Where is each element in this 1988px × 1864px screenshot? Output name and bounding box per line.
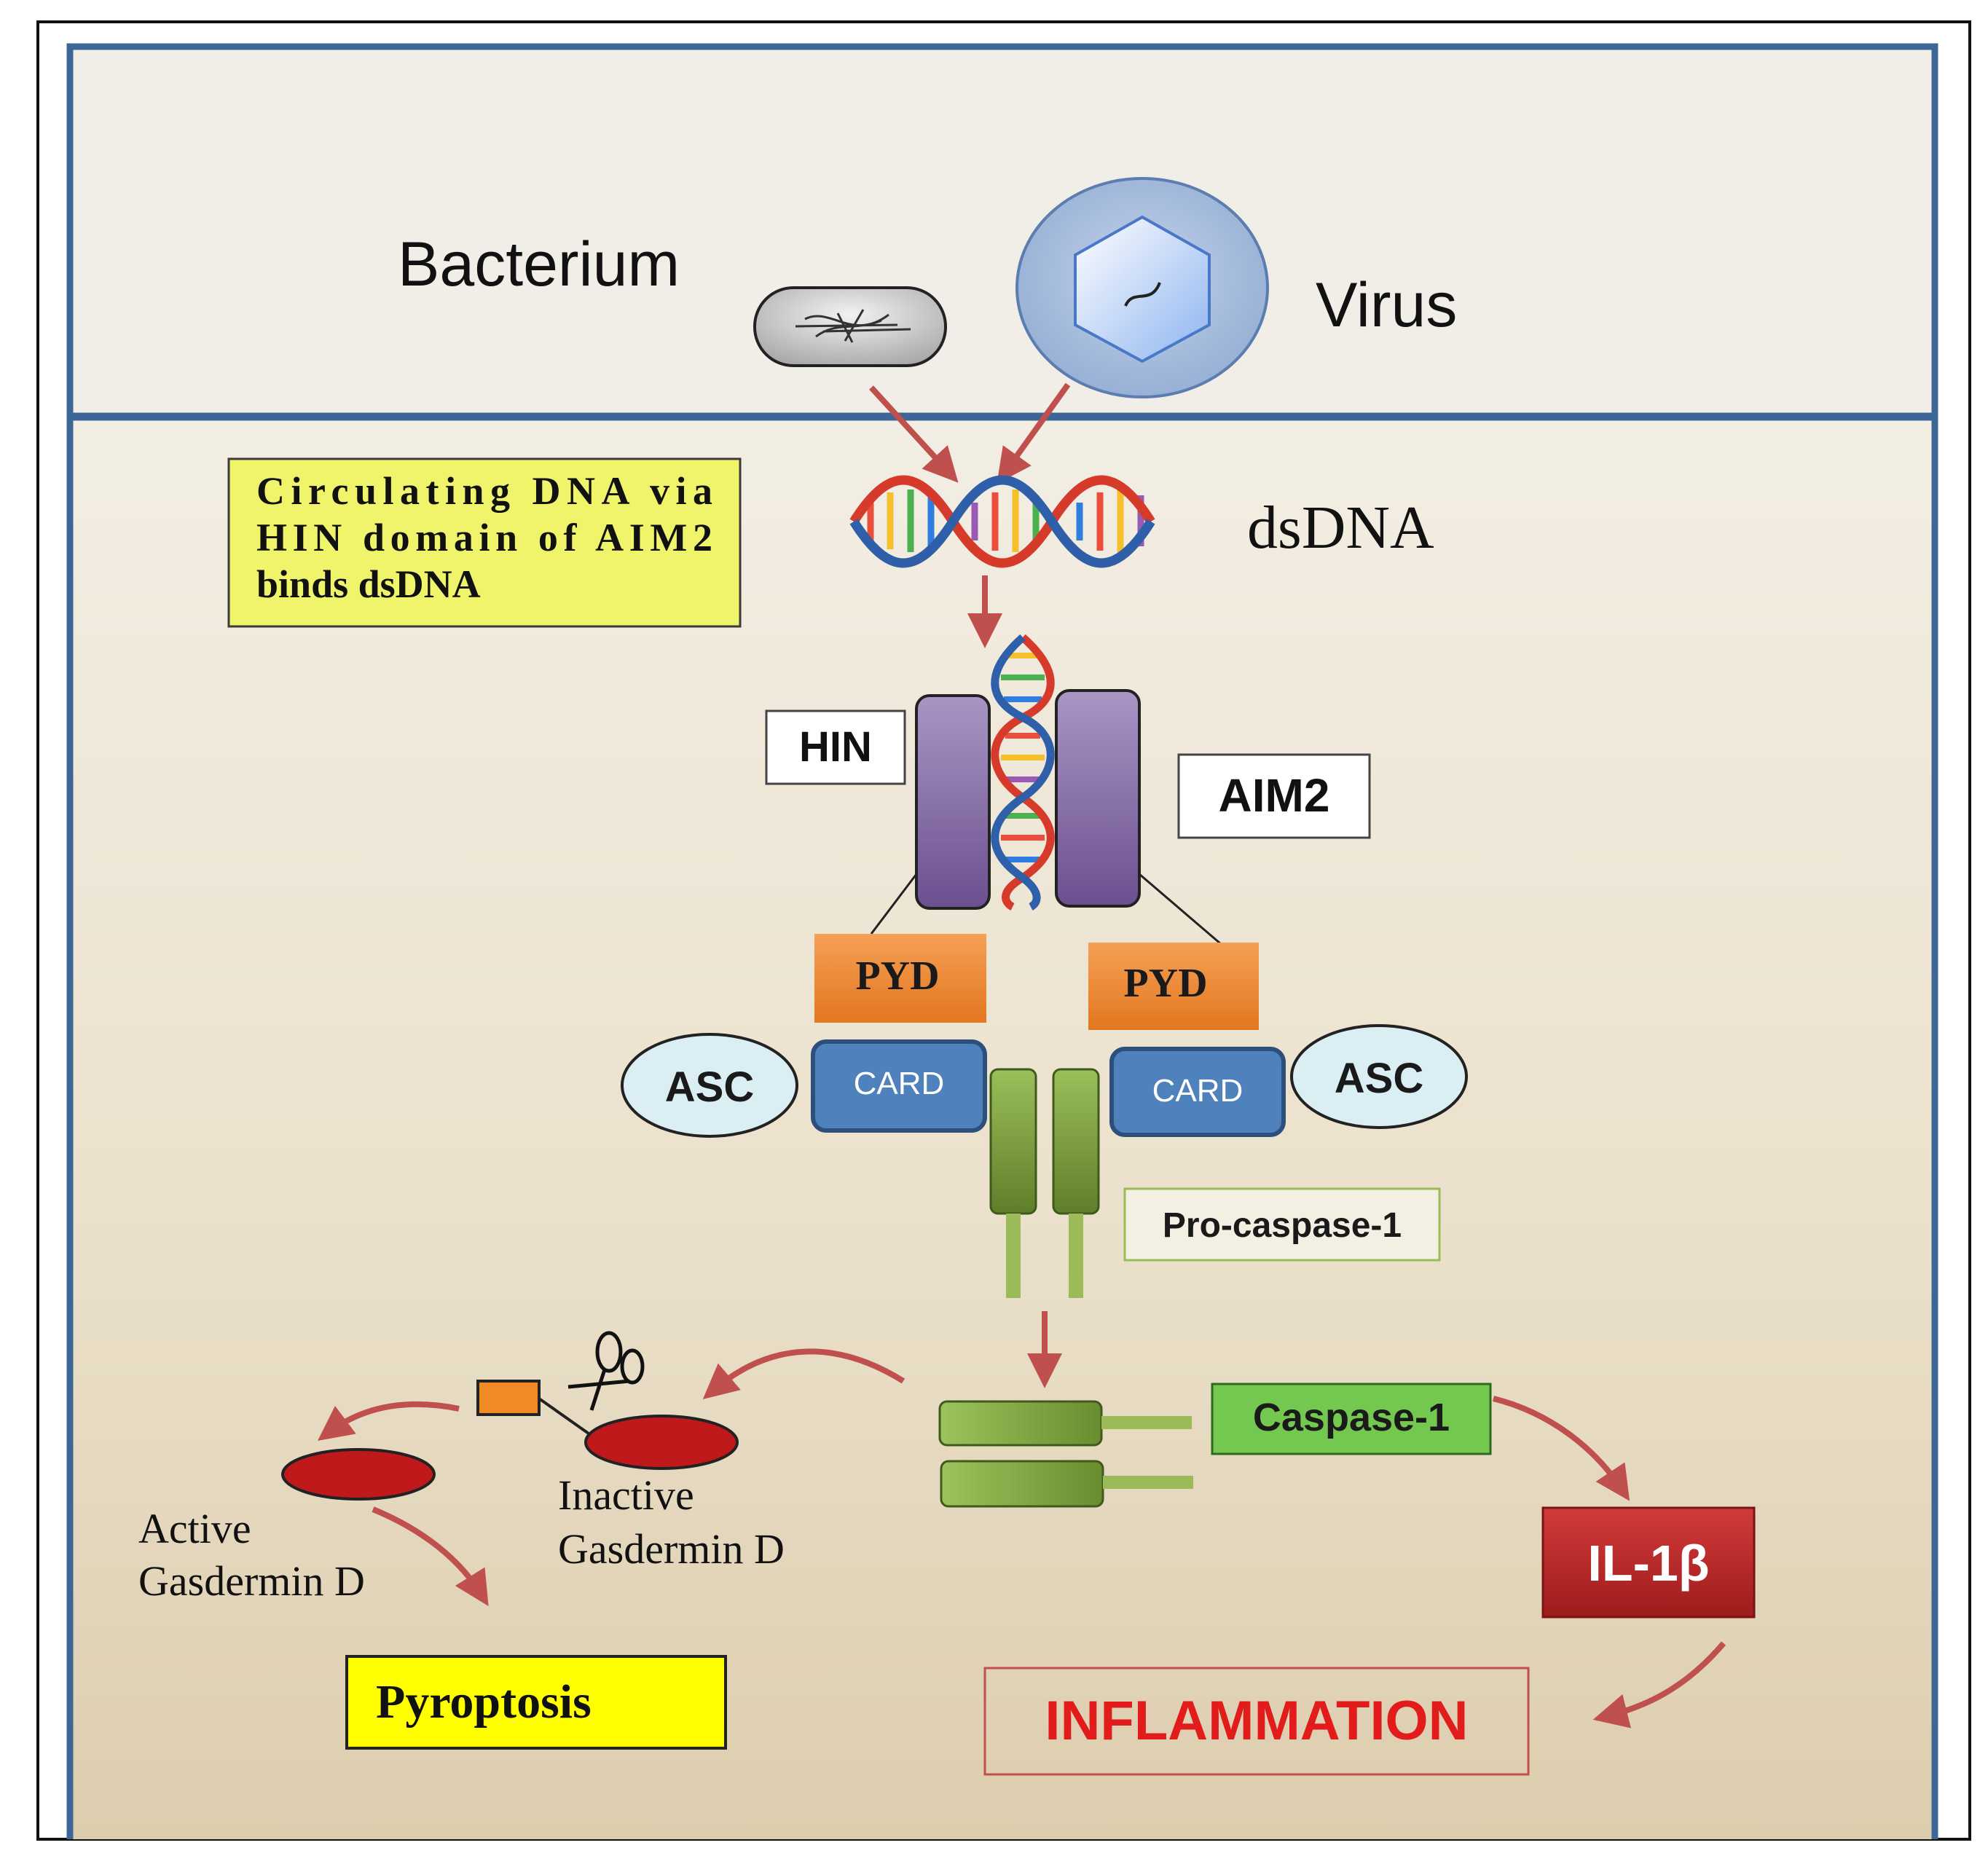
pyd-left-label: PYD xyxy=(855,953,939,999)
aim2-label-box xyxy=(1177,753,1371,839)
card-right-box xyxy=(1109,1047,1286,1137)
virus-label: Virus xyxy=(1316,270,1457,340)
asc-left-label: ASC xyxy=(665,1063,754,1111)
extracellular-region xyxy=(70,45,1935,417)
bacterium-cell xyxy=(753,286,947,367)
inactive-gasdermin-d xyxy=(476,1380,739,1470)
aim2-hin-domain-right xyxy=(1055,689,1141,908)
hin-label: HIN xyxy=(799,723,872,771)
dna-binding-note-box xyxy=(227,457,742,628)
arrow-virus-to-dsdna xyxy=(997,382,1071,484)
arrow-to-pyroptosis xyxy=(372,1506,489,1606)
hin-label-box xyxy=(765,709,906,785)
note-line-3: binds dsDNA xyxy=(256,562,481,606)
aim2-label: AIM2 xyxy=(1219,769,1330,822)
arrow-to-active-gasdermin xyxy=(317,1401,460,1441)
active-gasdermin-line-1: Active xyxy=(138,1505,251,1552)
virus-particle xyxy=(1015,177,1269,398)
scissors-icon xyxy=(567,1331,645,1411)
note-line-2: HIN domain of AIM2 xyxy=(256,516,712,559)
pro-caspase-1-dimer xyxy=(989,1068,1100,1298)
inflammation-label: INFLAMMATION xyxy=(1045,1690,1468,1752)
asc-right-label: ASC xyxy=(1335,1055,1423,1102)
il1b-box xyxy=(1541,1506,1756,1619)
inactive-gasdermin-line-2: Gasdermin D xyxy=(558,1525,785,1573)
active-gasdermin-d xyxy=(281,1448,436,1501)
caspase-1-label-box xyxy=(1211,1383,1492,1455)
inactive-gasdermin-line-1: Inactive xyxy=(558,1471,694,1519)
caspase-1-label: Caspase-1 xyxy=(1253,1396,1450,1439)
cell-border xyxy=(66,43,1938,1839)
dsdna-label: dsDNA xyxy=(1247,494,1434,562)
arrow-bacterium-to-dsdna xyxy=(869,385,959,483)
inflammation-box xyxy=(983,1667,1530,1776)
dsdna-helix-bound xyxy=(991,634,1055,911)
active-gasdermin-label: Active Gasdermin D xyxy=(138,1505,365,1605)
asc-left xyxy=(621,1033,798,1138)
pro-caspase-1-label-box xyxy=(1123,1187,1441,1262)
inactive-gasdermin-label: Inactive Gasdermin D xyxy=(558,1471,785,1573)
arrow-il1b-to-inflammation xyxy=(1592,1641,1726,1729)
pro-caspase-1-label: Pro-caspase-1 xyxy=(1163,1206,1402,1245)
dsdna-helix-free xyxy=(849,475,1155,568)
card-right-label: CARD xyxy=(1152,1073,1244,1109)
bacterium-label: Bacterium xyxy=(398,229,680,299)
pyroptosis-label: Pyroptosis xyxy=(376,1675,592,1729)
caspase-1-active xyxy=(938,1400,1193,1508)
pyd-right-box xyxy=(1088,943,1259,1030)
arrow-caspase-to-gasdermin xyxy=(702,1348,905,1399)
card-left-box xyxy=(811,1039,987,1133)
active-gasdermin-line-2: Gasdermin D xyxy=(138,1557,365,1605)
linker-left xyxy=(870,873,918,935)
asc-right xyxy=(1290,1024,1468,1129)
pyd-right-label: PYD xyxy=(1123,961,1207,1006)
card-left-label: CARD xyxy=(854,1066,945,1101)
linker-right xyxy=(1139,873,1222,945)
aim2-hin-domain-left xyxy=(915,694,991,910)
pyroptosis-box xyxy=(345,1655,727,1750)
arrow-caspase-to-il1b xyxy=(1493,1396,1630,1501)
pyd-left-box xyxy=(814,934,986,1023)
il1b-label: IL-1β xyxy=(1587,1535,1709,1592)
